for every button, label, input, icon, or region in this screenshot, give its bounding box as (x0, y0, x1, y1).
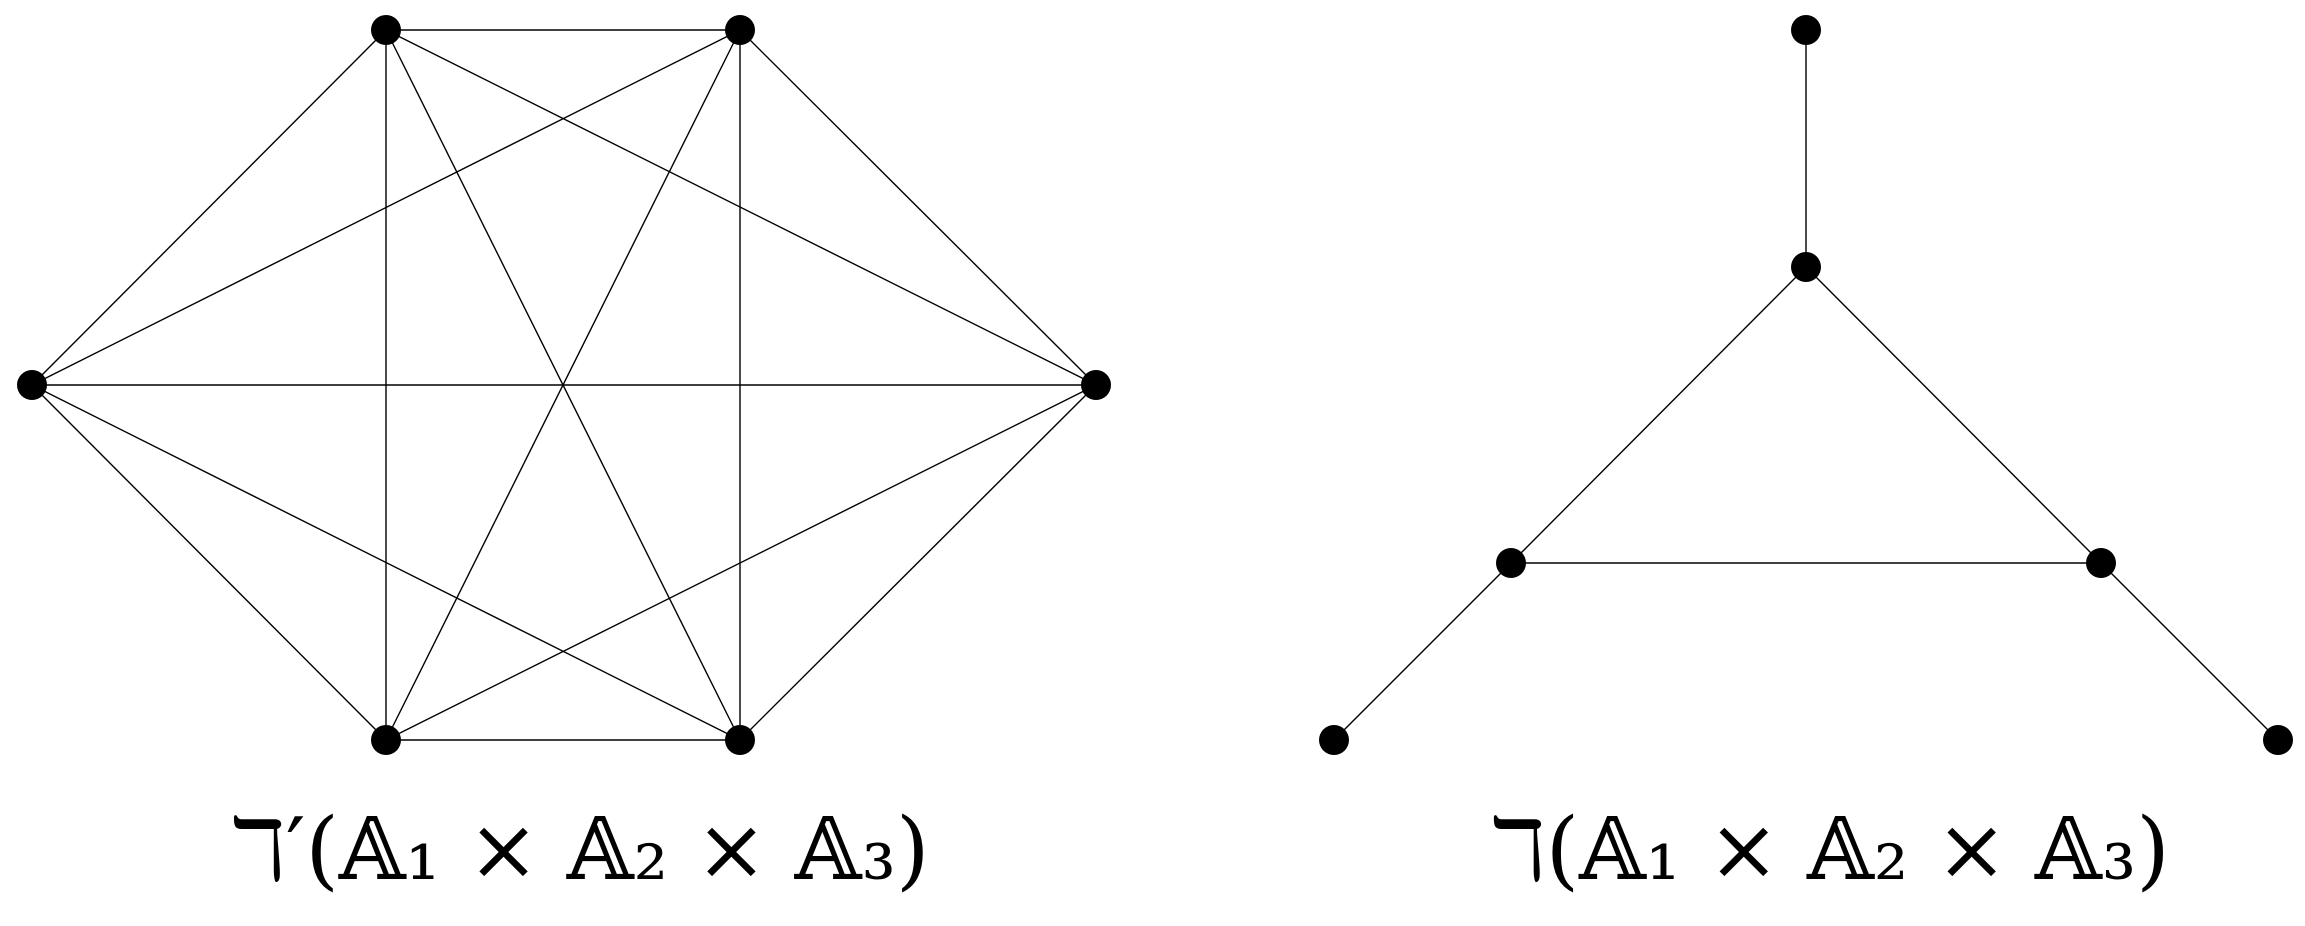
node-right (2086, 548, 2116, 578)
node-n2 (725, 15, 755, 45)
node-n3 (1081, 370, 1111, 400)
triangle-with-pendants-graph (1319, 15, 2293, 755)
left-graph-caption: ℸ′(𝔸₁ × 𝔸₂ × 𝔸₃) (230, 800, 930, 900)
edge-n1-n3 (385, 29, 1097, 386)
node-n6 (17, 370, 47, 400)
edge-center-right (1805, 266, 2102, 564)
complete-graph-k6 (17, 15, 1111, 755)
edge-n2-n3 (739, 29, 1097, 386)
right-graph-caption: ℸ(𝔸₁ × 𝔸₂ × 𝔸₃) (1490, 800, 2170, 900)
node-bottom-left (1319, 725, 1349, 755)
node-bottom-right (2263, 725, 2293, 755)
edge-n3-n5 (385, 384, 1097, 741)
edge-n1-n6 (31, 29, 387, 386)
edge-n4-n6 (31, 384, 741, 741)
edge-left-bottom-left (1333, 562, 1512, 741)
edge-n5-n6 (31, 384, 387, 741)
edge-n3-n4 (739, 384, 1097, 741)
edge-right-bottom-right (2100, 562, 2279, 741)
node-n5 (371, 725, 401, 755)
edge-center-left (1510, 266, 1807, 564)
node-left (1496, 548, 1526, 578)
node-n4 (725, 725, 755, 755)
edge-n2-n6 (31, 29, 741, 386)
node-n1 (371, 15, 401, 45)
node-top (1791, 15, 1821, 45)
node-center (1791, 252, 1821, 282)
